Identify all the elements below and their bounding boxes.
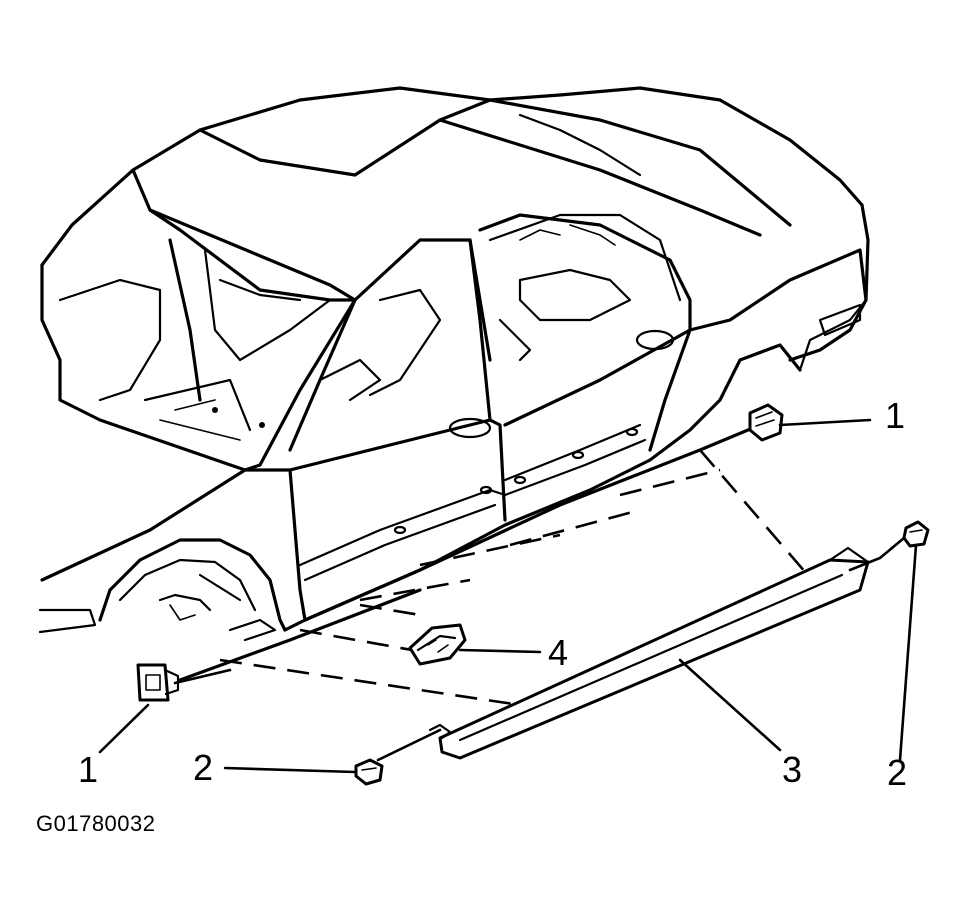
rocker-sill <box>303 423 762 622</box>
push-pin-right <box>902 520 930 548</box>
rear-door <box>478 213 692 527</box>
callout-2-right: 2 <box>887 752 908 793</box>
leader-lines <box>98 418 918 774</box>
rocker-molding <box>428 546 870 760</box>
interior-details <box>318 213 682 422</box>
callout-4: 4 <box>548 632 569 673</box>
retainer-clip-left <box>136 663 180 702</box>
roof-outline <box>40 86 870 362</box>
projection-lines <box>219 449 813 707</box>
callout-1-right: 1 <box>885 395 906 436</box>
callout-2-bottom: 2 <box>193 747 214 788</box>
hood-area <box>40 263 265 472</box>
front-fender <box>38 468 307 642</box>
push-pin-bottom <box>354 758 384 786</box>
callout-1-left: 1 <box>78 749 99 790</box>
a-pillar <box>168 228 357 472</box>
rocker-lower <box>178 588 422 682</box>
rear-quarter <box>648 248 868 462</box>
callout-3: 3 <box>782 749 803 790</box>
figure-id: G01780032 <box>36 811 156 836</box>
sill-bracket <box>408 623 467 666</box>
front-door <box>288 417 507 622</box>
retainer-clip-right <box>748 403 784 442</box>
